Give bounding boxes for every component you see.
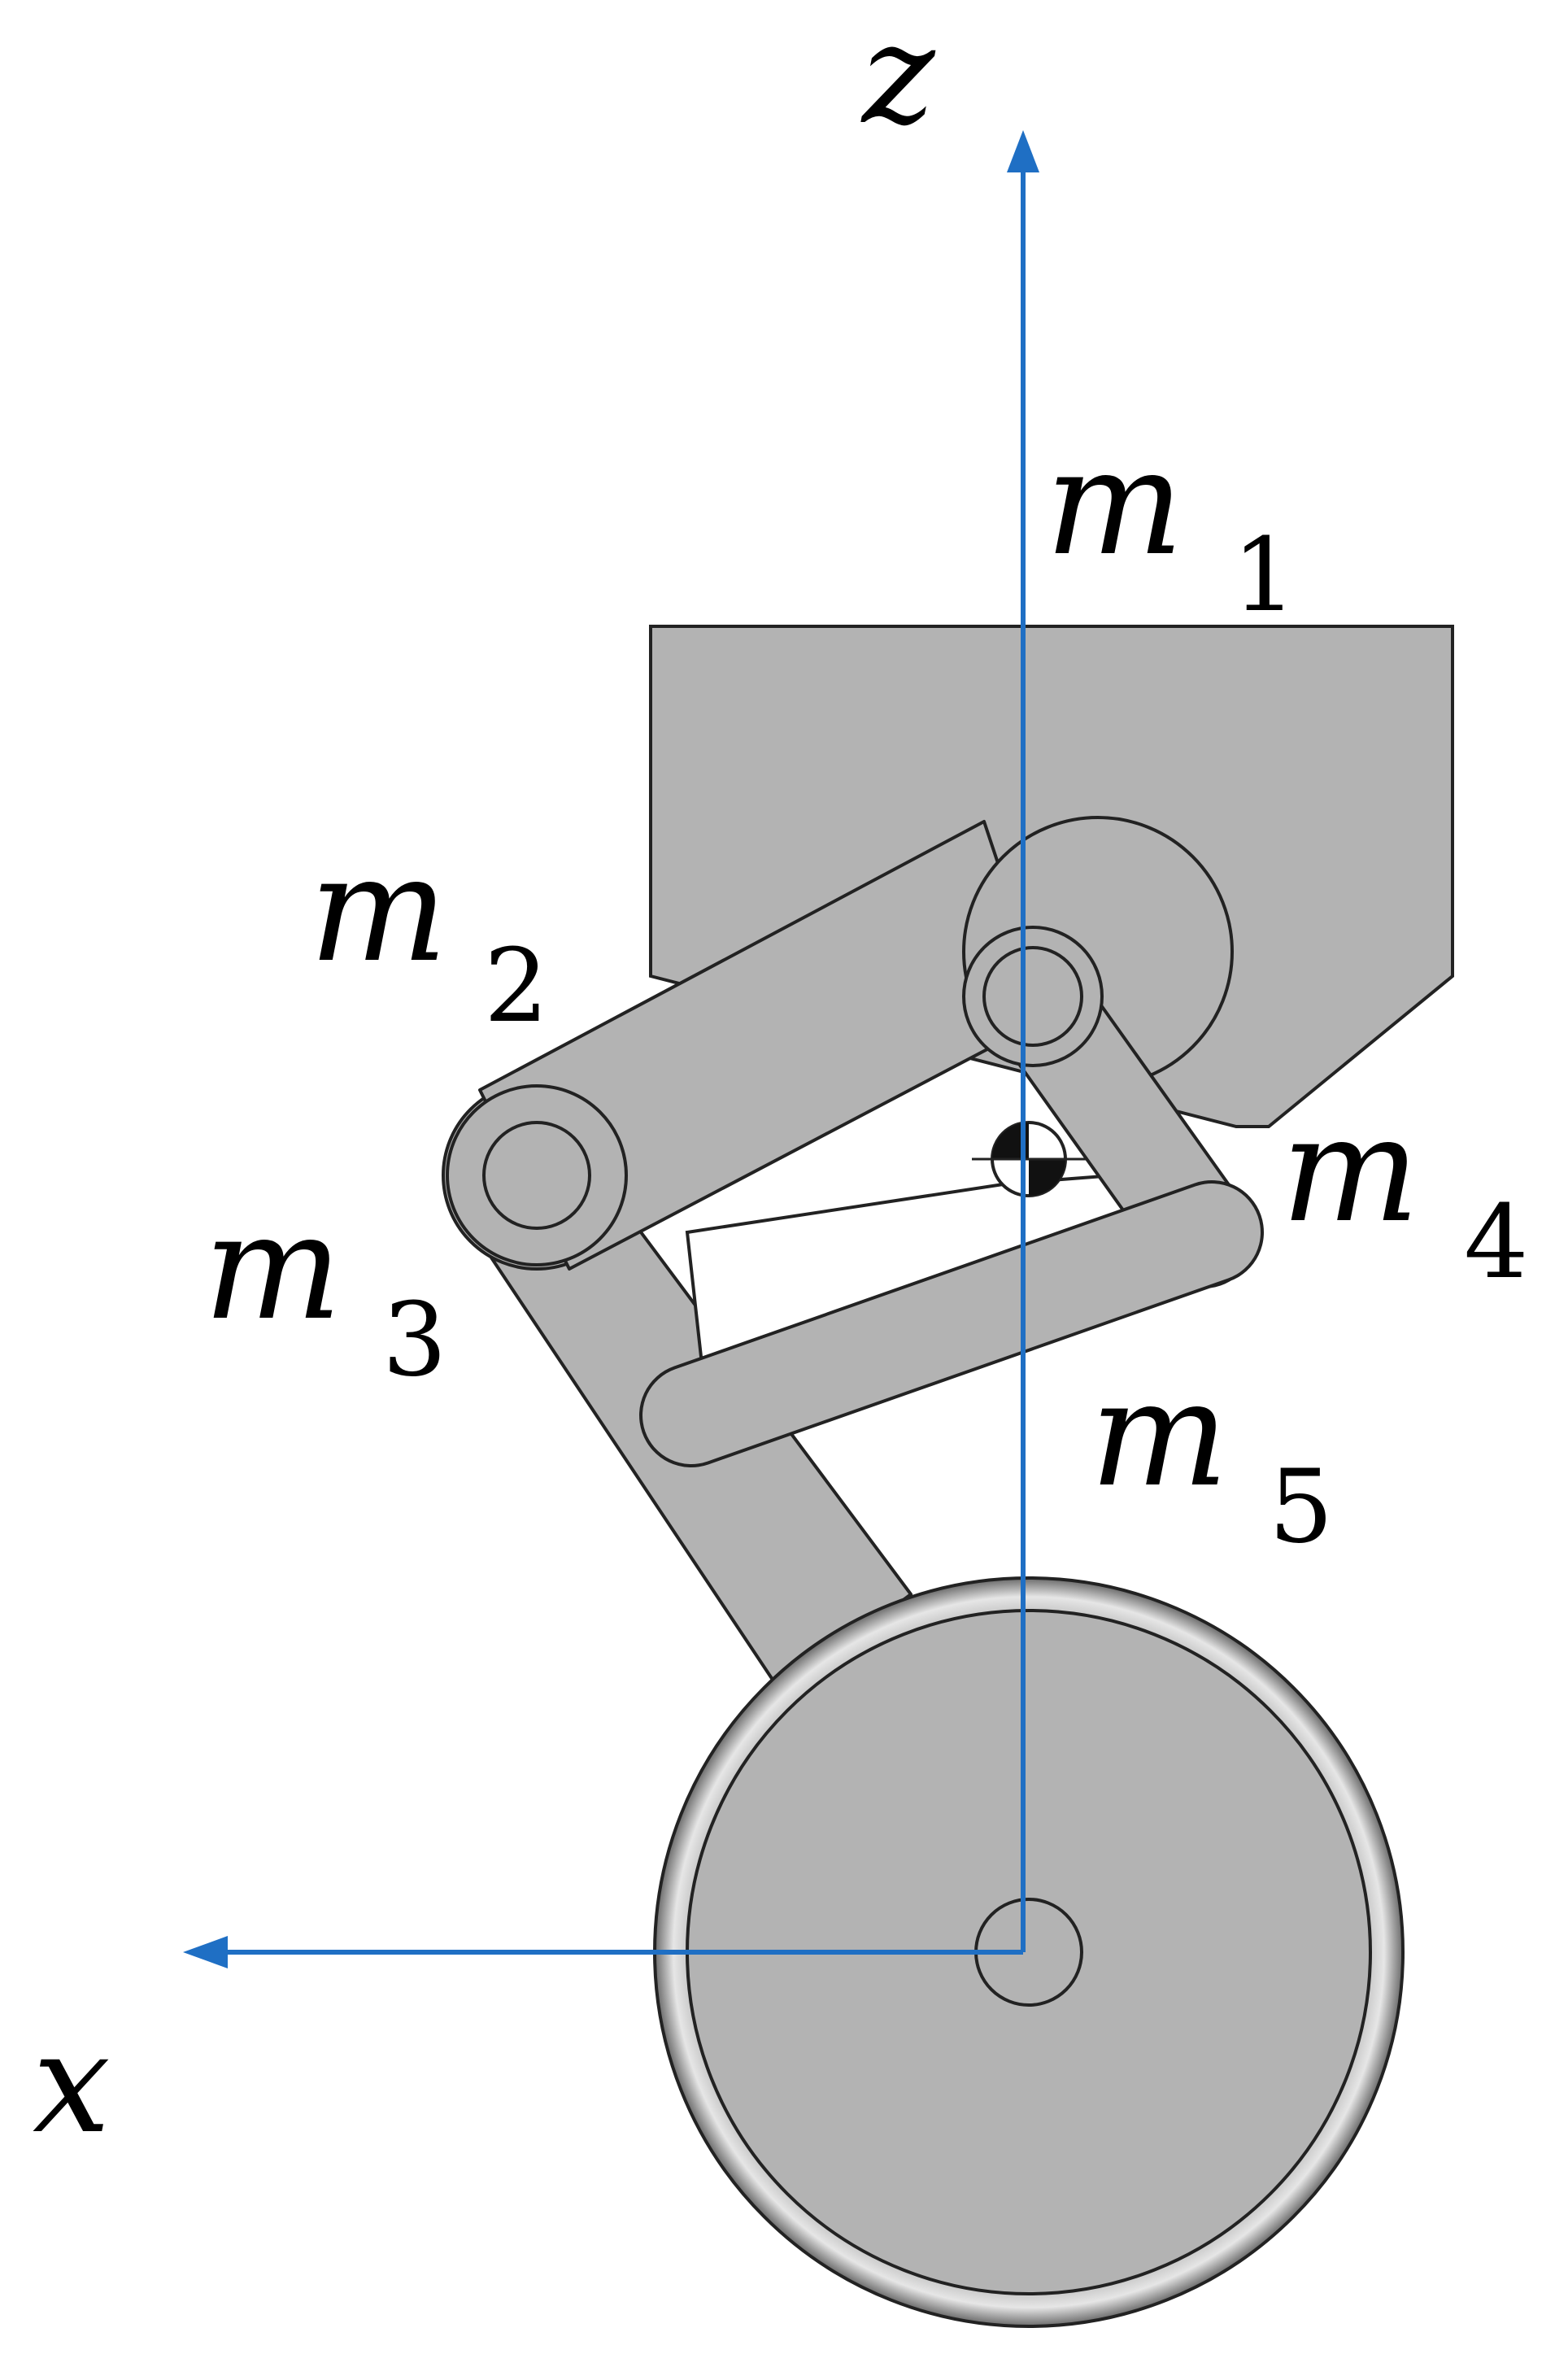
label-m4-subscript: 4 [1464,1184,1529,1301]
z-axis-label: z [860,0,936,155]
label-m1: m 1 [1045,418,1297,634]
label-m1-subscript: 1 [1232,517,1297,634]
label-m3: m 3 [203,1183,447,1399]
x-axis-arrowhead [183,1936,228,1968]
label-m3-symbol: m [203,1183,342,1353]
label-m1-symbol: m [1045,418,1184,588]
label-m4: m 4 [1281,1085,1529,1301]
center-of-mass-marker [972,1121,1086,1197]
label-m2-symbol: m [309,825,448,995]
coordinate-axes [183,130,1039,1968]
x-axis-label: x [33,2003,111,2164]
knee-joint-pin [482,1121,591,1230]
hip-joint-pin [982,946,1083,1047]
label-m3-subscript: 3 [382,1281,447,1399]
z-axis-arrowhead [1007,130,1039,172]
label-m4-symbol: m [1281,1085,1420,1255]
label-m5-symbol: m [1090,1349,1229,1519]
label-m2: m 2 [309,825,549,1045]
label-m5-subscript: 5 [1269,1448,1334,1566]
wheel [653,1576,1405,2328]
label-m5: m 5 [1090,1349,1334,1566]
label-m2-subscript: 2 [484,927,549,1045]
